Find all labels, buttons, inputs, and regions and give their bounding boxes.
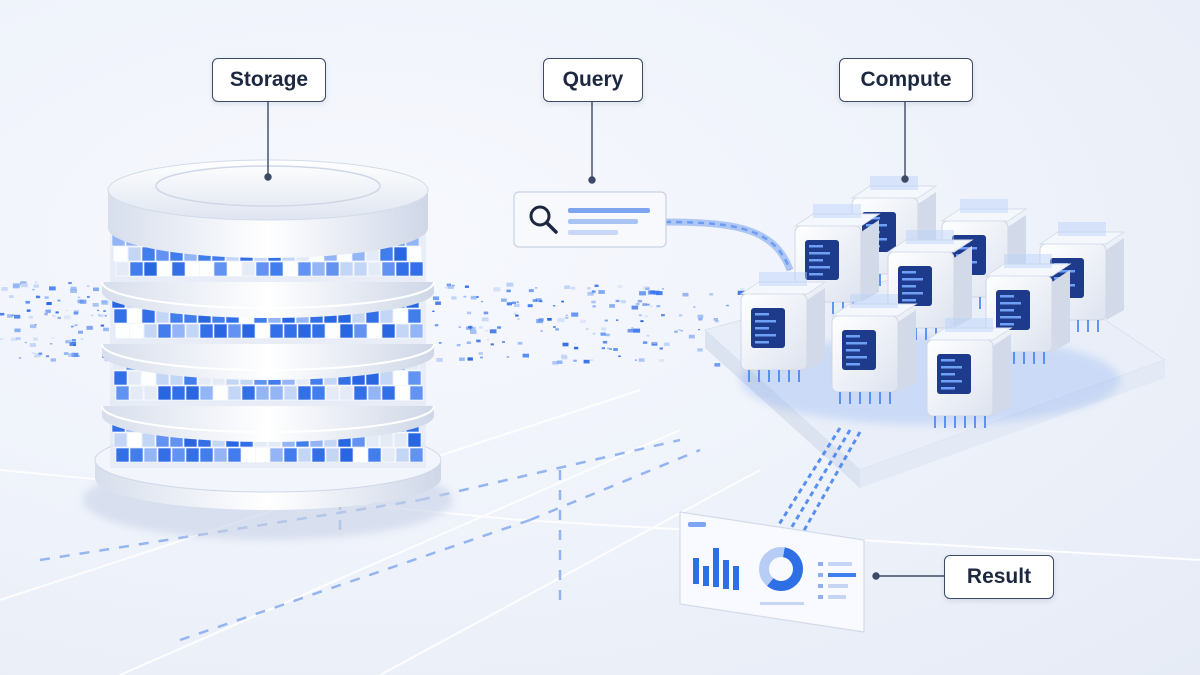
label-connectors <box>264 101 944 580</box>
server-node-icon <box>739 272 827 382</box>
server-node-icon <box>984 254 1072 364</box>
query-search-card <box>513 191 794 272</box>
query-label: Query <box>543 58 643 102</box>
compute-cluster <box>703 176 1167 488</box>
compute-label: Compute <box>839 58 973 102</box>
server-node-icon <box>830 294 918 404</box>
server-node-icon <box>925 318 1013 428</box>
bar-chart-icon <box>693 548 739 590</box>
storage-label: Storage <box>212 58 326 102</box>
search-icon <box>529 205 558 234</box>
donut-chart-icon <box>759 547 803 591</box>
database-cylinder-icon <box>83 159 453 540</box>
data-stream-particles <box>0 281 754 367</box>
result-data-beam <box>776 427 862 535</box>
result-dashboard-card <box>679 511 865 633</box>
result-label: Result <box>944 555 1054 599</box>
